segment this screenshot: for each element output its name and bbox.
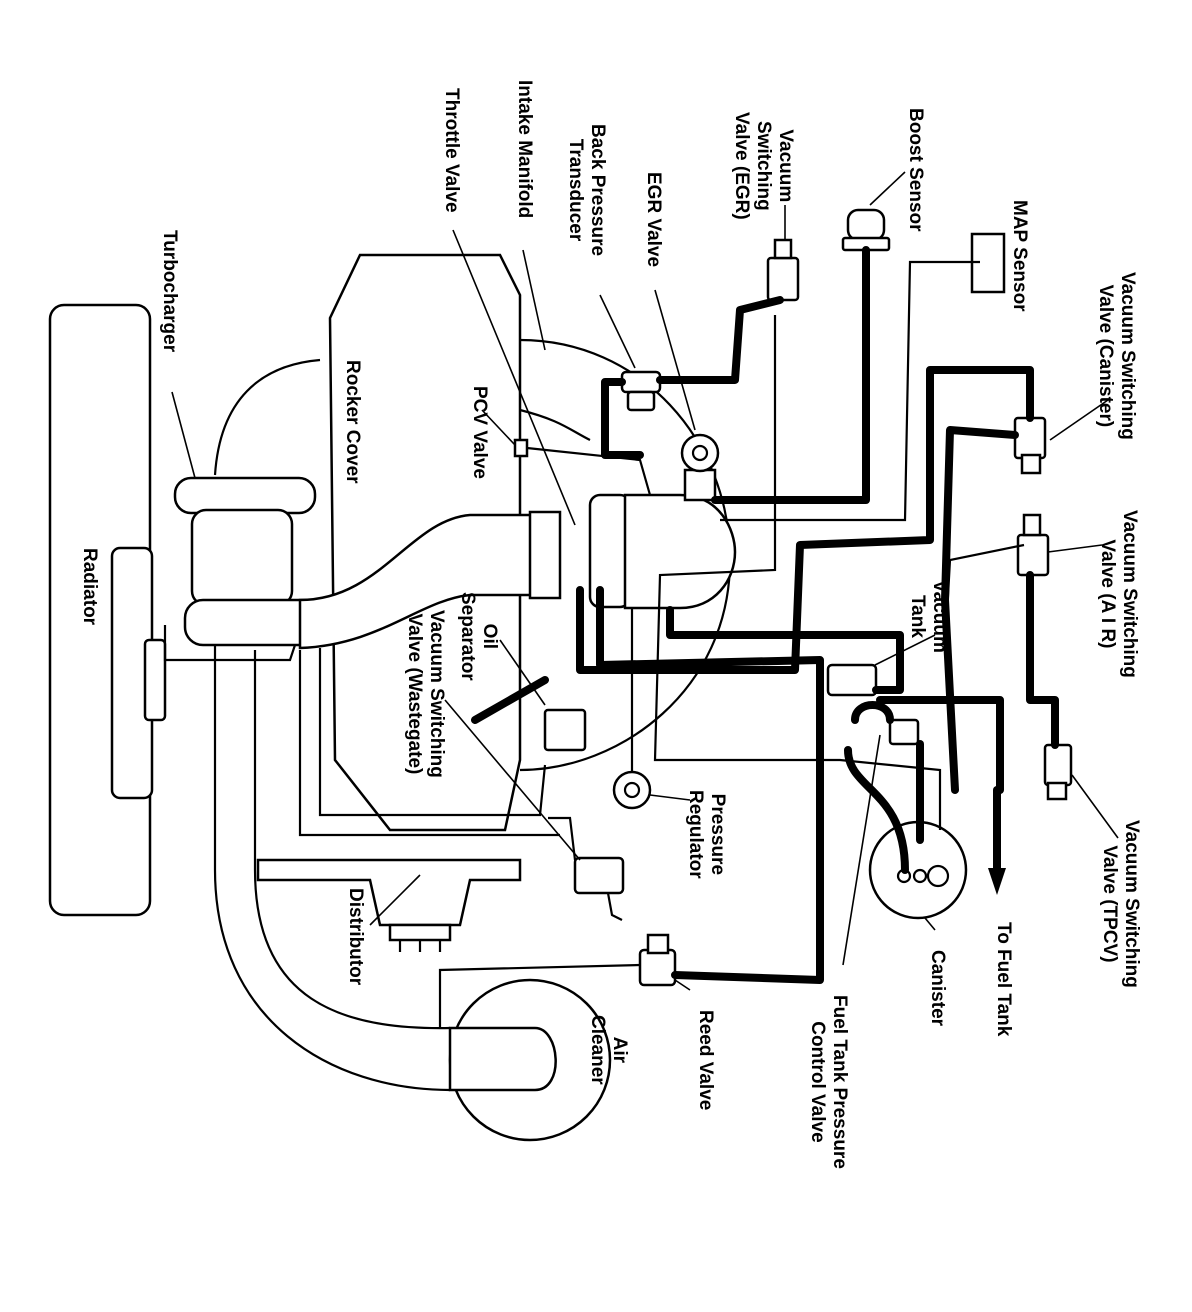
- label-oil-separator: Oil Separator: [457, 592, 500, 681]
- label-turbocharger: Turbocharger: [159, 230, 180, 353]
- oil-separator: [471, 676, 587, 752]
- thin-vacuum-hoses: [163, 260, 1025, 861]
- label-vsv-wastegate: Vacuum Switching Valve (Wastegate): [404, 610, 447, 778]
- label-pcv-valve: PCV Valve: [469, 386, 490, 479]
- label-vacuum-tank: Vacuum Tank: [907, 580, 950, 653]
- vacuum-tank: [826, 663, 878, 697]
- label-boost-sensor: Boost Sensor: [905, 108, 926, 232]
- air-cleaner: [213, 869, 641, 1142]
- label-reed-valve: Reed Valve: [695, 1010, 716, 1111]
- vsv-egr: [766, 238, 800, 302]
- label-vsv-canister: Vacuum Switching Valve (Canister): [1095, 272, 1138, 440]
- label-vsv-tpcv: Vacuum Switching Valve (TPCV): [1099, 820, 1142, 988]
- back-pressure-transducer: [620, 370, 662, 412]
- radiator: [48, 303, 167, 917]
- vsv-wastegate: [573, 856, 625, 921]
- leader-lines: [171, 171, 1119, 991]
- label-map-sensor: MAP Sensor: [1009, 200, 1030, 312]
- to-fuel-tank-arrow: [988, 786, 1006, 895]
- label-back-pressure-transducer: Back Pressure Transducer: [565, 124, 608, 257]
- boost-sensor: [841, 208, 891, 252]
- pressure-regulator: [612, 608, 652, 810]
- label-rocker-cover: Rocker Cover: [342, 360, 363, 484]
- vsv-tpcv: [1043, 743, 1073, 801]
- egr-valve: [680, 433, 720, 473]
- label-fuel-tank-pcv: Fuel Tank Pressure Control Valve: [807, 995, 850, 1169]
- label-vsv-egr: Vacuum Switching Valve (EGR): [731, 112, 796, 220]
- vsv-air: [1016, 513, 1050, 577]
- distributor: [256, 858, 522, 952]
- label-to-fuel-tank: To Fuel Tank: [993, 922, 1014, 1037]
- label-throttle-valve: Throttle Valve: [441, 88, 462, 213]
- thick-vacuum-hoses: [576, 246, 1059, 984]
- label-vsv-air: Vacuum Switching Valve (A I R): [1097, 510, 1140, 678]
- vsv-canister: [1013, 416, 1047, 475]
- reed-valve: [638, 933, 677, 987]
- intake-pipe: [298, 468, 737, 650]
- label-intake-manifold: Intake Manifold: [514, 80, 535, 219]
- label-canister: Canister: [927, 950, 948, 1027]
- fuel-tank-pressure-control-valve: [888, 718, 920, 746]
- label-radiator: Radiator: [79, 548, 100, 626]
- label-air-cleaner: Air Cleaner: [587, 1015, 630, 1085]
- label-pressure-regulator: Pressure Regulator: [685, 790, 728, 879]
- label-egr-valve: EGR Valve: [643, 172, 664, 268]
- label-distributor: Distributor: [345, 888, 366, 986]
- pcv-valve: [513, 438, 652, 496]
